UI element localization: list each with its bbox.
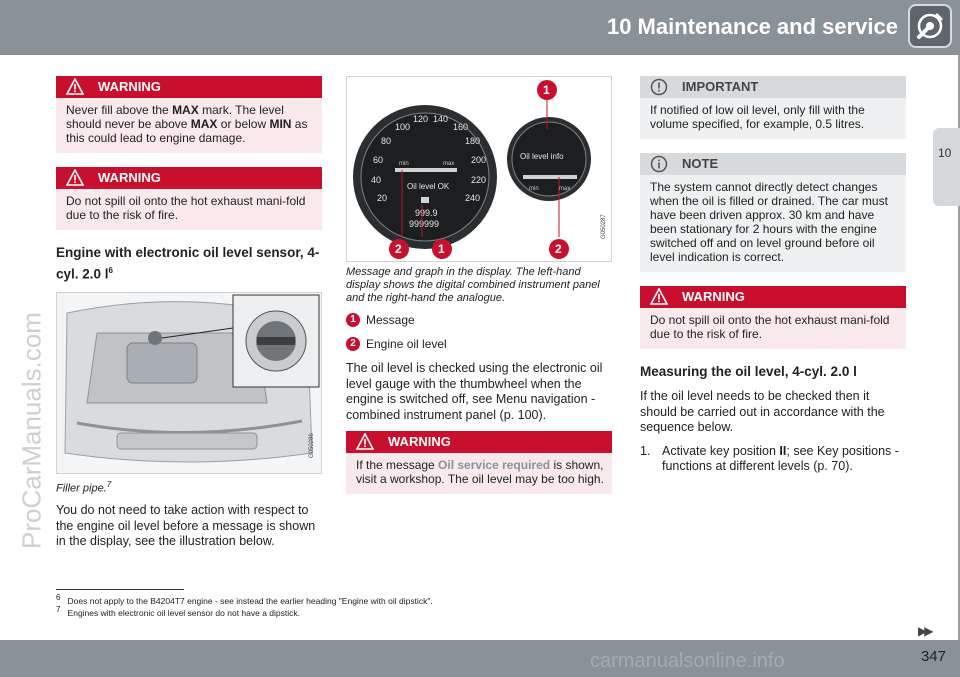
chapter-tab[interactable]: 10 [933,128,960,206]
svg-text:1: 1 [438,242,445,256]
important-text: If notified of low oil level, only fill … [640,98,906,139]
body-text: The oil level is checked using the elect… [346,361,603,422]
step-number: 1. [640,443,651,458]
svg-text:180: 180 [465,136,480,146]
figure-caption: Filler pipe.7 [56,479,112,495]
callout-number: 1 [346,313,360,327]
svg-text:200: 200 [471,155,486,165]
note-box: NOTE The system cannot directly detect c… [640,153,906,272]
svg-text:100: 100 [395,122,410,132]
svg-text:220: 220 [471,175,486,185]
svg-text:min: min [529,186,539,192]
column-3: IMPORTANT If notified of low oil level, … [640,76,906,483]
body-text: If the oil level needs to be checked the… [640,389,885,434]
warning-triangle-icon [66,169,84,186]
warning-box: WARNING Do not spill oil onto the hot ex… [56,167,322,230]
figure-code: G050286 [309,432,315,457]
column-1: WARNING Never fill above the MAX mark. T… [56,76,322,558]
svg-text:40: 40 [371,175,381,185]
chapter-title: 10 Maintenance and service [606,14,898,39]
page-footer: 347 [0,640,960,677]
svg-text:2: 2 [555,242,562,256]
svg-text:240: 240 [465,193,480,203]
note-text: The system cannot directly detect change… [640,175,906,272]
step-item: 1. Activate key position II; see Key pos… [640,443,899,474]
footnote-rule [56,589,184,590]
body-text: You do not need to take action with resp… [56,503,316,549]
svg-text:60: 60 [373,155,383,165]
warning-title: WARNING [98,79,161,94]
svg-text:160: 160 [453,122,468,132]
footnote: 6 Does not apply to the B4204T7 engine -… [56,593,433,606]
engine-bay-figure: G050286 [56,291,322,474]
side-rule [958,55,960,640]
display-illustration: 20 40 60 80 100 120 140 160 180 200 220 … [347,77,611,261]
side-watermark: ProCarManuals.com [16,312,47,549]
svg-text:80: 80 [381,136,391,146]
highlight-message: Oil service required [438,458,551,472]
wrench-gear-icon [908,4,952,48]
footnote: 7 Engines with electronic oil level sens… [56,605,301,618]
page-header: 10 Maintenance and service [0,0,960,55]
warning-box: WARNING If the message Oil service requi… [346,431,612,494]
warning-title: WARNING [388,434,451,449]
svg-text:min: min [399,161,409,167]
figure-code: G050287 [601,214,607,239]
warning-text: Do not spill oil onto the hot exhaust ma… [56,189,322,230]
warning-triangle-icon [356,433,374,450]
warning-triangle-icon [66,78,84,95]
svg-text:999999: 999999 [409,219,439,229]
bottom-watermark: carmanualsonline.info [590,650,785,672]
next-page-arrows-icon[interactable]: ▶▶ [918,624,934,638]
svg-text:max: max [443,161,454,167]
important-title: IMPORTANT [682,79,759,94]
warning-box: WARNING Do not spill oil onto the hot ex… [640,286,906,349]
page-number: 347 [920,648,946,665]
svg-text:Oil level info: Oil level info [520,152,564,161]
chapter-tab-label: 10 [938,146,952,160]
warning-text: Do not spill oil onto the hot exhaust ma… [640,308,906,349]
oil-level-display-figure: 20 40 60 80 100 120 140 160 180 200 220 … [346,76,612,262]
engine-bay-illustration: G050286 [57,292,321,473]
figure-caption: Message and graph in the display. The le… [346,266,600,304]
svg-text:20: 20 [377,193,387,203]
callout-number: 2 [346,337,360,351]
warning-text: Never fill above the MAX mark. The level… [56,98,322,153]
svg-text:2: 2 [395,242,402,256]
svg-text:Oil level OK: Oil level OK [407,182,450,191]
column-2: 20 40 60 80 100 120 140 160 180 200 220 … [346,76,612,508]
info-circle-icon [650,155,668,173]
svg-text:1: 1 [543,83,550,97]
section-heading: Measuring the oil level, 4-cyl. 2.0 l [640,364,857,379]
warning-title: WARNING [682,289,745,304]
warning-text: If the message Oil service required is s… [346,453,612,494]
svg-text:120: 120 [413,114,428,124]
important-box: IMPORTANT If notified of low oil level, … [640,76,906,139]
warning-box: WARNING Never fill above the MAX mark. T… [56,76,322,153]
note-title: NOTE [682,156,719,171]
warning-triangle-icon [650,288,668,305]
svg-text:999.9: 999.9 [415,208,438,218]
warning-title: WARNING [98,170,161,185]
svg-text:max: max [559,186,570,192]
exclamation-circle-icon [650,78,668,96]
svg-text:140: 140 [433,114,448,124]
section-heading: Engine with electronic oil level sensor,… [56,245,320,282]
